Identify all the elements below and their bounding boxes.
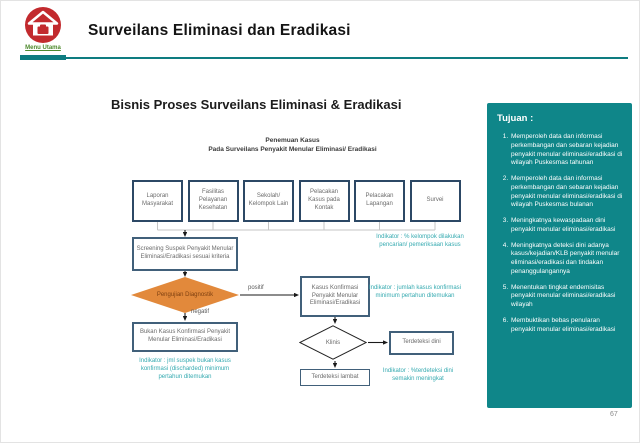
flowchart-title-line1: Penemuan Kasus (265, 137, 320, 144)
header-divider (20, 57, 628, 59)
objective-item: Memperoleh data dan informasi perkembang… (510, 175, 624, 210)
home-icon[interactable] (24, 6, 62, 44)
edge-label-positif: positif (248, 285, 264, 291)
page-title: Surveilans Eliminasi dan Eradikasi (88, 22, 351, 39)
header-divider-accent (20, 55, 66, 60)
flow-decision-diagnostic: Pengujian Diagnostik (131, 277, 239, 313)
flow-decision-clinical: Klinis (298, 325, 368, 360)
objectives-title: Tujuan : (497, 113, 534, 124)
flow-decision-clinical-label: Klinis (325, 339, 341, 346)
flowchart-title: Penemuan Kasus Pada Surveilans Penyakit … (125, 136, 460, 154)
objectives-list: Memperoleh data dan informasi perkembang… (497, 133, 624, 335)
slide-subtitle: Bisnis Proses Surveilans Eliminasi & Era… (111, 97, 402, 112)
flow-source-survei: Survei (409, 180, 461, 222)
clinical-diamond-shape (298, 325, 368, 360)
flowchart-title-line2: Pada Surveilans Penyakit Menular Elimina… (208, 146, 377, 154)
flow-detected-early-box: Terdeteksi dini (389, 331, 454, 355)
objectives-panel: Tujuan : Memperoleh data dan informasi p… (487, 103, 632, 408)
flow-detected-late-box: Terdeteksi lambat (300, 369, 370, 386)
indicator-confirmed: Indikator : jumlah kasus konfirmasi mini… (368, 285, 462, 300)
flow-not-confirmed-box: Bukan Kasus Konfirmasi Penyakit Menular … (132, 322, 238, 352)
edge-label-negatif: negatif (191, 309, 210, 315)
flow-source-pelacakan-lapangan: Pelacakan Lapangan (354, 180, 405, 222)
flow-confirmed-case-box: Kasus Konfirmasi Penyakit Menular Elimin… (300, 276, 370, 317)
indicator-discharded: Indikator : jml suspek bukan kasus konfi… (139, 358, 231, 381)
objective-item: Memperoleh data dan informasi perkembang… (510, 133, 624, 168)
indicator-early-detection: Indikator : %terdeteksi dini semakin men… (382, 368, 454, 383)
objective-item: Menentukan tingkat endemisitas penyakit … (510, 284, 624, 310)
flow-screening-box: Screening Suspek Penyakit Menular Elimin… (132, 237, 238, 271)
indicator-search: Indikator : % kelompok dilakukan pencari… (376, 234, 464, 249)
flow-source-pelacakan-kontak: Pelacakan Kasus pada Kontak (298, 180, 350, 222)
flow-source-fasilitas-pelayanan: Fasilitas Pelayanan Kesehatan (187, 180, 239, 222)
flow-source-sekolah-kelompok: Sekolah/ Kelompok Lain (243, 180, 294, 222)
menu-utama-link[interactable]: Menu Utama (25, 45, 61, 51)
flow-source-laporan-masyarakat: Laporan Masyarakat (132, 180, 183, 222)
objective-item: Meningkatnya kewaspadaan dini penyakit m… (510, 217, 624, 235)
objective-item: Membuktikan bebas penularan penyakit men… (510, 317, 624, 335)
objective-item: Meningkatnya deteksi dini adanya kasus/k… (510, 242, 624, 277)
page-number: 67 (610, 411, 618, 418)
